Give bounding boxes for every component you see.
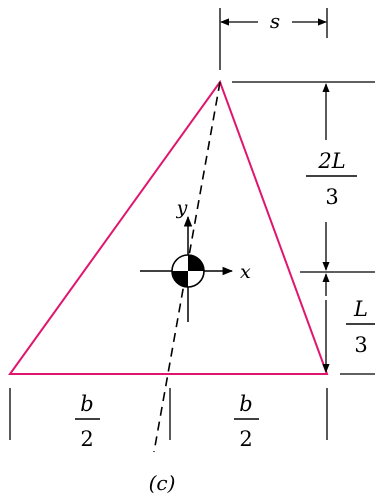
label-b-left: b bbox=[80, 392, 93, 416]
label-x-axis: x bbox=[240, 261, 251, 283]
label-l-numerator: L bbox=[353, 297, 368, 321]
label-2l-numerator: 2L bbox=[317, 149, 345, 173]
label-two-right: 2 bbox=[239, 427, 252, 451]
triangle-outline bbox=[8, 79, 329, 375]
label-b-right: b bbox=[239, 392, 252, 416]
label-s: s bbox=[270, 9, 280, 33]
label-y-axis: y bbox=[176, 197, 188, 219]
label-two-left: 2 bbox=[80, 427, 93, 451]
label-l-denominator: 3 bbox=[354, 333, 367, 357]
label-2l-denominator: 3 bbox=[325, 185, 338, 209]
centroid-symbol-icon bbox=[171, 254, 205, 288]
figure-caption: (c) bbox=[149, 471, 176, 495]
